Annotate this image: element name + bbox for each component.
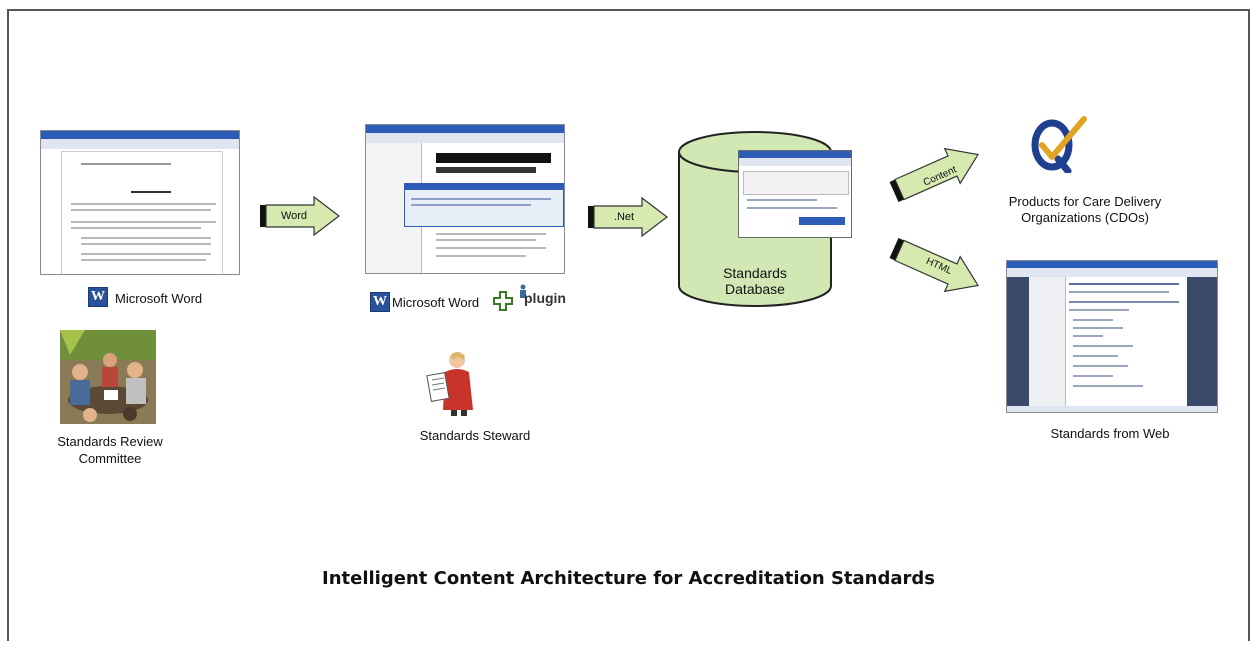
committee-label-line1: Standards Review (57, 434, 163, 449)
steward-label: Standards Steward (419, 428, 531, 443)
quality-q-logo (1031, 116, 1087, 173)
database-label-line1: Standards (723, 265, 787, 281)
arrow-word (260, 195, 340, 237)
database-label-line2: Database (725, 281, 785, 297)
committee-label-line2: Committee (78, 451, 142, 466)
word-plugin-label: Microsoft Word (392, 295, 480, 310)
arrow-content (889, 147, 980, 203)
arrow-word-label: Word (280, 210, 308, 222)
arrow-net-label: .Net (613, 211, 635, 223)
top-margin (0, 0, 1257, 9)
plugin-person-icon (520, 284, 526, 298)
database-app-screenshot (738, 150, 852, 238)
committee-meeting-image (60, 330, 156, 424)
microsoft-word-icon-2: W (370, 292, 390, 312)
products-label-line2: Organizations (CDOs) (1021, 210, 1149, 225)
diagram-caption: Intelligent Content Architecture for Acc… (322, 568, 935, 589)
plus-icon (493, 291, 513, 311)
web-label: Standards from Web (1050, 426, 1170, 441)
word-plugin-thumbnail (365, 124, 565, 274)
word-doc-label: Microsoft Word (115, 291, 203, 306)
web-standards-thumbnail (1006, 260, 1218, 413)
plugin-label: plugin (524, 290, 566, 306)
arrow-html (889, 237, 980, 293)
microsoft-word-icon: W (88, 287, 108, 307)
arrow-net (588, 196, 668, 238)
products-label-line1: Products for Care Delivery (1008, 194, 1162, 209)
standards-steward-image (426, 352, 473, 416)
word-document-thumbnail (40, 130, 240, 275)
